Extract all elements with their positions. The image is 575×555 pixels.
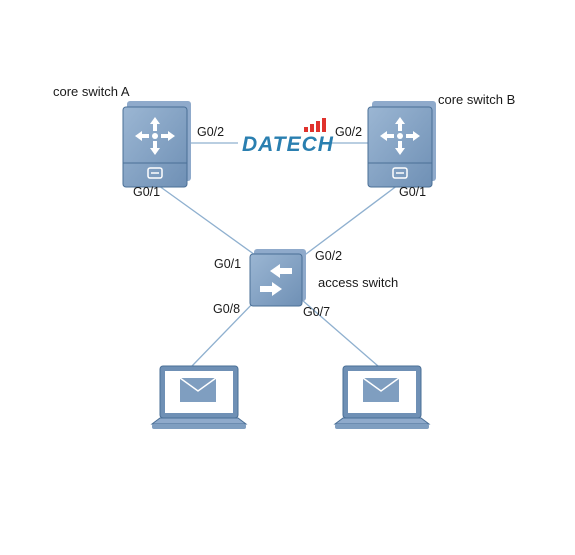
core-switch-icon	[135, 117, 175, 155]
mail-icon	[362, 377, 400, 402]
svg-text:DATECH: DATECH	[242, 133, 334, 156]
laptop-right[interactable]	[333, 365, 431, 429]
port-label-core-a-g02: G0/2	[197, 125, 225, 139]
link-core-a-access	[154, 182, 263, 261]
port-label-access-g08: G0/8	[213, 302, 241, 316]
port-label-access-g07: G0/7	[303, 305, 331, 319]
link-access-pc-left	[191, 299, 257, 367]
port-label-core-b-g01: G0/1	[399, 185, 427, 199]
laptop-left[interactable]	[150, 365, 248, 429]
link-access-pc-right	[301, 299, 379, 367]
mail-icon	[179, 377, 217, 402]
datech-logo: DATECH	[238, 118, 334, 156]
sync-icon	[392, 167, 408, 179]
access-switch-icon	[260, 264, 292, 296]
port-label-access-g01: G0/1	[214, 257, 242, 271]
core-switch-a[interactable]	[122, 101, 191, 188]
core-switch-icon	[380, 117, 420, 155]
port-label-core-a-g01: G0/1	[133, 185, 161, 199]
port-label-core-b-g02: G0/2	[335, 125, 363, 139]
core-switch-b-label: core switch B	[438, 92, 516, 107]
sync-icon	[147, 167, 163, 179]
core-switch-a-label: core switch A	[53, 84, 130, 99]
core-switch-b[interactable]	[367, 101, 436, 188]
access-switch-label: access switch	[318, 275, 399, 290]
link-core-b-access	[297, 184, 399, 261]
port-label-access-g02: G0/2	[315, 249, 343, 263]
access-switch[interactable]	[249, 249, 306, 307]
